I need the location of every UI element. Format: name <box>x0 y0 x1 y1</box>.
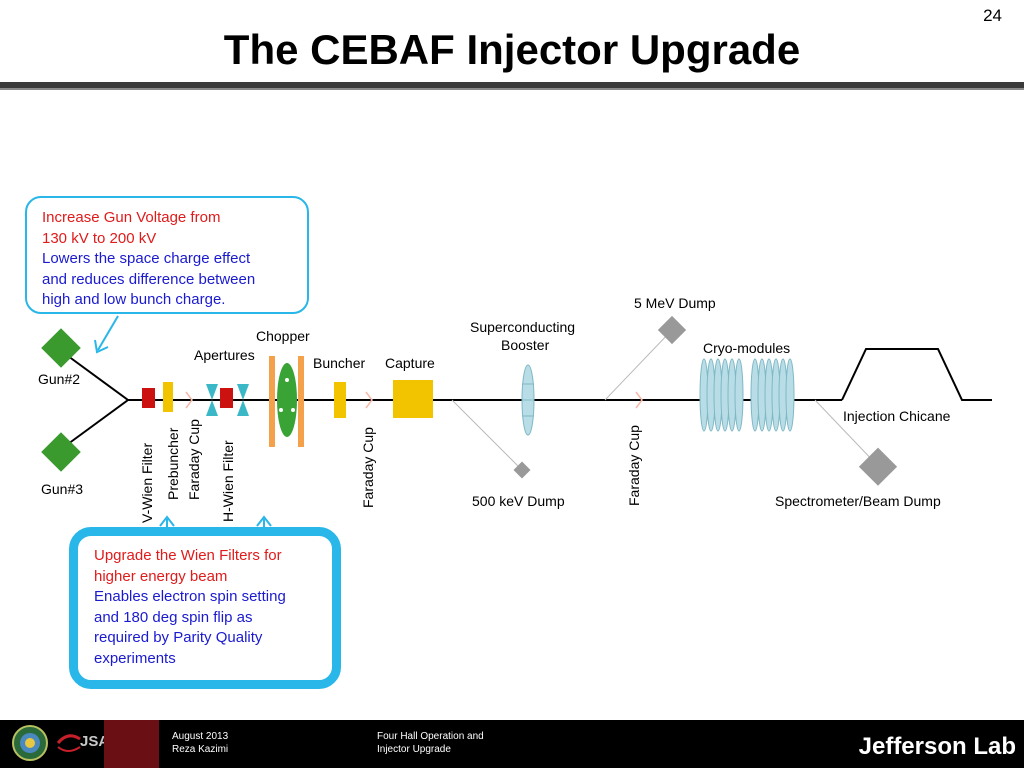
footer-author: Reza Kazimi <box>172 744 229 755</box>
dump-500kev-label: 500 keV Dump <box>472 493 565 509</box>
buncher-label: Buncher <box>313 355 366 371</box>
footer-talk-line2: Injector Upgrade <box>377 744 451 755</box>
callout-gun-red-2: 130 kV to 200 kV <box>42 229 157 247</box>
injection-chicane-line <box>841 348 992 401</box>
aperture-2-icon <box>237 384 249 400</box>
faraday-cup-1-icon <box>185 391 193 409</box>
faraday-cup-3-icon <box>635 391 643 409</box>
spectrometer-line <box>814 399 879 467</box>
footer-date: August 2013 <box>172 731 229 742</box>
callout-gun-red-1: Increase Gun Voltage from <box>42 209 221 226</box>
callout-gun-blue-2: and reduces difference between <box>42 270 256 288</box>
v-wien-filter-label: V-Wien Filter <box>139 442 155 523</box>
buncher-icon <box>334 382 346 418</box>
gun3-label: Gun#3 <box>41 481 84 497</box>
booster-label: Booster <box>501 337 550 353</box>
chopper-plate-left <box>269 356 275 447</box>
callout-wien-red-2: higher energy beam <box>94 567 228 585</box>
title-divider-shadow <box>0 88 1024 90</box>
cryo-modules-label: Cryo-modules <box>703 340 791 356</box>
faraday-cup-2-icon <box>365 391 373 409</box>
slide-title: The CEBAF Injector Upgrade <box>223 26 801 73</box>
gun2-label: Gun#2 <box>38 371 81 387</box>
jsa-logo-icon <box>56 734 81 752</box>
doe-seal-icon <box>12 725 48 761</box>
callout-gun-blue-3: high and low bunch charge. <box>42 291 226 308</box>
callout-gun-blue-1: Lowers the space charge effect <box>42 250 251 267</box>
gun-callout-arrow <box>97 315 119 351</box>
chopper-label: Chopper <box>256 328 310 344</box>
callout-wien-blue-1: Enables electron spin setting <box>94 588 286 605</box>
dump-5mev-icon <box>657 315 687 345</box>
gun3-branch <box>67 399 129 445</box>
callout-wien-blue-3: required by Parity Quality <box>94 629 263 646</box>
prebuncher-icon <box>163 382 173 412</box>
gun2-branch <box>67 355 129 401</box>
injection-chicane-label: Injection Chicane <box>843 408 951 424</box>
jefferson-lab-logo: Jefferson Lab <box>858 733 1016 760</box>
spectrometer-dump-icon <box>858 447 898 486</box>
faraday-cup-1-label: Faraday Cup <box>186 419 202 500</box>
jsa-logo: JSA <box>54 729 109 757</box>
cryo-module-1-icon <box>699 358 744 432</box>
callout-wien-blue-2: and 180 deg spin flip as <box>94 608 253 626</box>
superconducting-label: Superconducting <box>470 319 576 335</box>
h-wien-filter-label: H-Wien Filter <box>220 440 236 522</box>
wien-filter-callout: Upgrade the Wien Filters for higher ener… <box>69 527 341 689</box>
dump-500kev-icon <box>513 461 531 479</box>
injector-diagram <box>41 315 992 530</box>
capture-label: Capture <box>385 355 435 371</box>
prebuncher-label: Prebuncher <box>165 427 181 500</box>
apertures-label: Apertures <box>194 347 255 363</box>
title-divider <box>0 82 1024 88</box>
dump-5mev-line <box>604 329 673 401</box>
chopper-plate-right <box>298 356 304 447</box>
footer-accent <box>104 720 159 768</box>
gun-voltage-callout: Increase Gun Voltage from 130 kV to 200 … <box>25 196 309 314</box>
faraday-cup-3-label: Faraday Cup <box>626 425 642 506</box>
callout-wien-blue-4: experiments <box>94 649 176 667</box>
aperture-1-icon <box>206 384 218 400</box>
h-wien-filter-icon <box>220 388 233 408</box>
v-wien-filter-icon <box>142 388 155 408</box>
dump-500kev-line <box>451 399 523 471</box>
jsa-logo-text: JSA <box>80 733 110 750</box>
footer-talk-line1: Four Hall Operation and <box>377 731 484 742</box>
spectrometer-label: Spectrometer/Beam Dump <box>775 493 941 509</box>
dump-5mev-label: 5 MeV Dump <box>634 295 716 311</box>
callout-wien-red-1: Upgrade the Wien Filters for <box>94 547 282 564</box>
slide-number: 24 <box>983 6 1002 25</box>
faraday-cup-2-label: Faraday Cup <box>360 427 376 508</box>
chopper-icon <box>277 363 297 437</box>
cryo-module-2-icon <box>750 358 795 432</box>
footer-bar: JSA August 2013 Reza Kazimi Four Hall Op… <box>0 720 1024 768</box>
capture-icon <box>393 380 433 418</box>
